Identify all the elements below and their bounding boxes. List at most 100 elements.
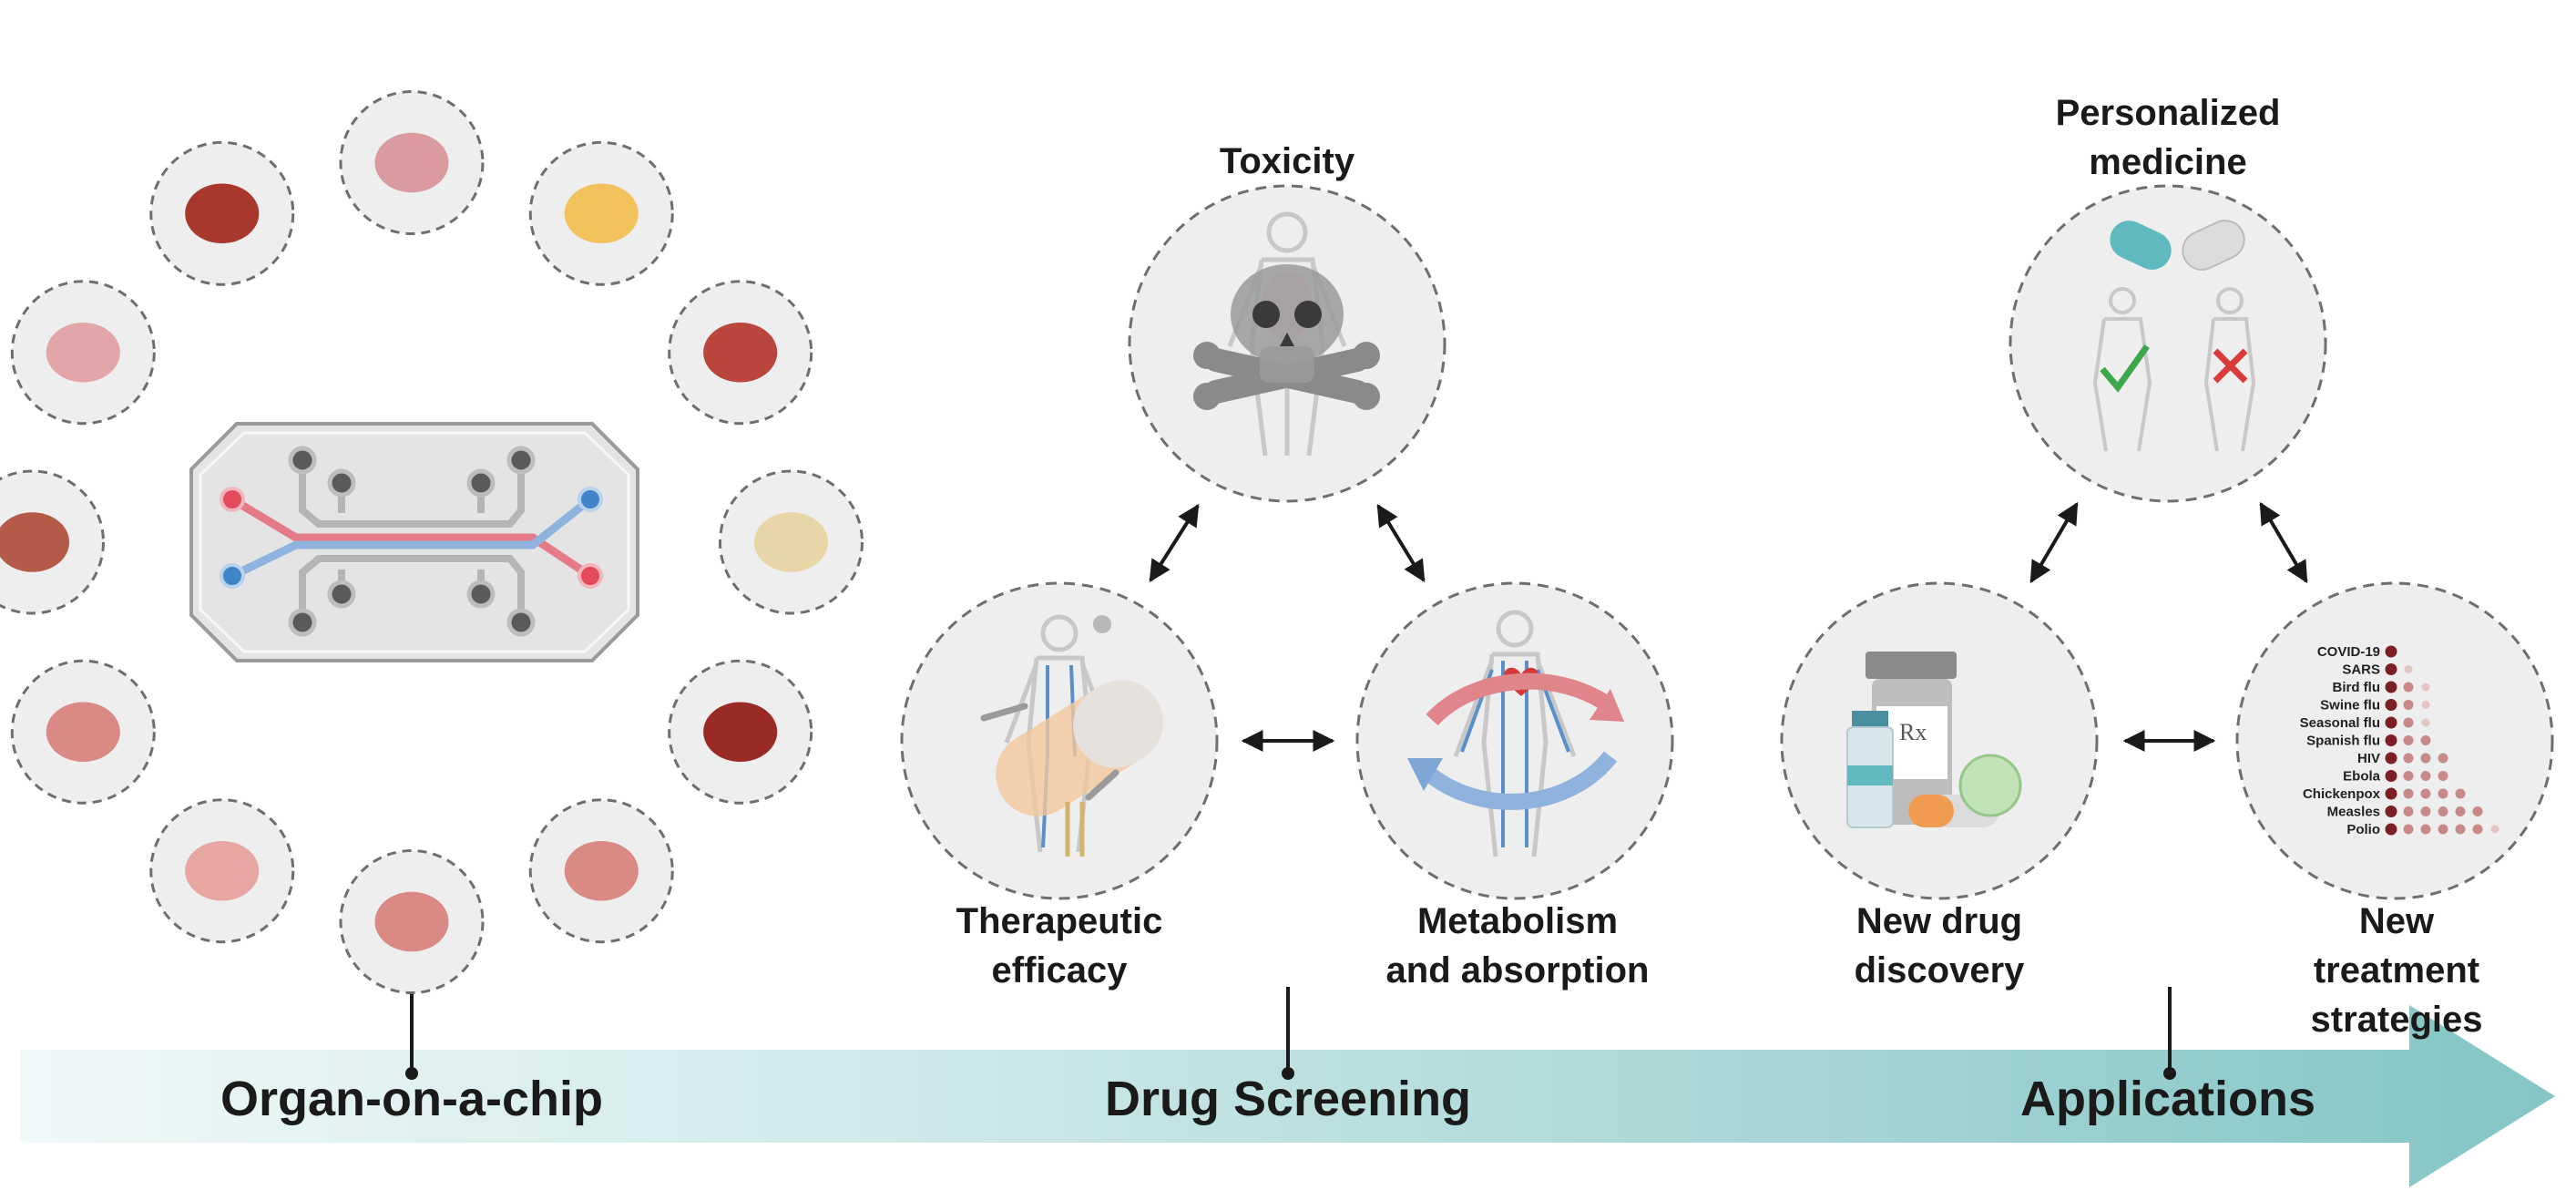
label-discovery-line1: New drug	[1855, 901, 2023, 941]
disease-dot	[2455, 824, 2466, 835]
disease-dot	[2438, 771, 2448, 781]
disease-dot	[2472, 806, 2483, 816]
disease-dot	[2385, 752, 2397, 765]
leg-bone-icon	[1065, 802, 1085, 857]
chip-channel-blue	[220, 487, 603, 589]
therapeutic-efficacy-circle	[900, 581, 1219, 900]
stage-label-drug-screening: Drug Screening	[1104, 1072, 1472, 1126]
uterus-icon	[374, 891, 449, 952]
metabolism-absorption-circle	[1355, 581, 1674, 900]
label-treatment-line2: strategies	[2310, 1000, 2483, 1040]
chip-ports-gray	[288, 446, 536, 637]
disease-dot	[2420, 735, 2431, 745]
disease-dot	[2385, 806, 2397, 817]
label-personalized-line2: medicine	[2089, 142, 2247, 182]
intestine-icon	[185, 840, 260, 901]
organ-chip-device	[189, 422, 639, 662]
disease-dot	[2403, 735, 2414, 745]
personalized-medicine-circle	[2009, 184, 2327, 503]
tablet-icon	[1958, 754, 2022, 817]
capsule-teal-icon	[2110, 221, 2172, 270]
new-drug-discovery-circle: Rx	[1780, 581, 2099, 900]
muscle-icon	[703, 322, 778, 383]
disease-label: Spanish flu	[2306, 734, 2380, 749]
disease-label: Ebola	[2343, 769, 2380, 785]
disease-dot	[2403, 753, 2414, 764]
disease-dot	[2472, 824, 2483, 835]
label-metabolism-line1: Metabolism	[1416, 901, 1619, 941]
disease-dot	[2403, 771, 2414, 781]
arrow-toxicity-metabolism	[1376, 503, 1426, 583]
cycle-arrow-red	[1426, 672, 1608, 726]
disease-dot	[2403, 682, 2414, 693]
label-therapeutic-efficacy: Therapeutic efficacy	[956, 897, 1163, 995]
cross-mark-icon	[2213, 348, 2248, 384]
label-personalized-medicine: Personalized medicine	[2056, 88, 2281, 187]
disease-dot	[2385, 645, 2397, 658]
disease-dot	[2385, 770, 2397, 782]
disease-dot	[2438, 806, 2448, 816]
cycle-arrowhead-blue	[1407, 758, 1443, 791]
organ-item-uterus	[339, 849, 485, 994]
disease-dot-partial	[2404, 665, 2413, 673]
person-nonresponder-icon	[2203, 287, 2256, 452]
label-toxicity: Toxicity	[1219, 141, 1355, 181]
drug-particle-icon	[1093, 615, 1111, 633]
disease-dot-partial	[2421, 683, 2430, 692]
disease-dot	[2455, 788, 2466, 799]
disease-dot	[2403, 806, 2414, 816]
rx-symbol: Rx	[1899, 719, 1927, 745]
disease-dot	[2420, 824, 2431, 835]
label-therapeutic-line1: Therapeutic	[956, 901, 1163, 941]
arrow-personalized-discovery	[2029, 501, 2079, 584]
skull-crossbones-icon	[1193, 264, 1380, 410]
disease-dot	[2420, 753, 2431, 764]
disease-dot	[2403, 788, 2414, 799]
disease-dot	[2438, 788, 2448, 799]
breast-icon	[564, 183, 639, 244]
disease-dot	[2385, 787, 2397, 800]
disease-label: HIV	[2357, 751, 2380, 766]
organ-item-heart	[149, 140, 295, 286]
disease-dot-partial	[2421, 718, 2430, 727]
disease-label: Polio	[2346, 822, 2380, 837]
cycle-arrowhead-red	[1590, 689, 1624, 722]
disease-label: COVID-19	[2317, 644, 2380, 660]
disease-dot	[2385, 663, 2397, 675]
disease-dot	[2403, 824, 2414, 835]
disease-label: Swine flu	[2320, 698, 2380, 713]
syringe-icon-2	[1085, 769, 1119, 801]
disease-dot	[2455, 806, 2466, 816]
organ-item-lungs	[10, 280, 156, 426]
disease-dot	[2420, 771, 2431, 781]
vial-icon	[1846, 711, 1894, 828]
disease-dot	[2438, 824, 2448, 835]
label-new-treatment-strategies: New treatment strategies	[2307, 897, 2487, 1044]
organ-item-bone	[719, 469, 864, 615]
stage-connector-applications	[2163, 987, 2176, 1080]
disease-dot	[2385, 699, 2397, 711]
stage-label-organ-on-a-chip: Organ-on-a-chip	[220, 1072, 603, 1126]
organ-item-blood-vessel	[668, 659, 813, 805]
label-treatment-line1: New treatment	[2313, 901, 2480, 991]
capsule-icon	[996, 680, 1163, 816]
disease-label: Chickenpox	[2303, 786, 2381, 802]
stage-connector-drug-screening	[1282, 987, 1294, 1080]
disease-dot	[2420, 788, 2431, 799]
arrow-toxicity-therapeutic	[1149, 503, 1200, 583]
capsule-white-icon	[2182, 220, 2245, 271]
organ-item-intestine	[149, 798, 295, 944]
liver-icon	[0, 512, 70, 572]
disease-dot-partial	[2490, 825, 2499, 834]
circulatory-system-icon	[1460, 661, 1570, 847]
label-discovery-line2: discovery	[1854, 950, 2025, 991]
chip-channel-red	[220, 487, 603, 589]
disease-dot	[2403, 700, 2414, 710]
disease-dot	[2385, 734, 2397, 746]
organ-item-colon	[528, 798, 674, 944]
bone-icon	[753, 512, 829, 572]
lungs-icon	[46, 322, 120, 383]
disease-dot	[2385, 823, 2397, 836]
toxicity-circle	[1128, 184, 1446, 503]
